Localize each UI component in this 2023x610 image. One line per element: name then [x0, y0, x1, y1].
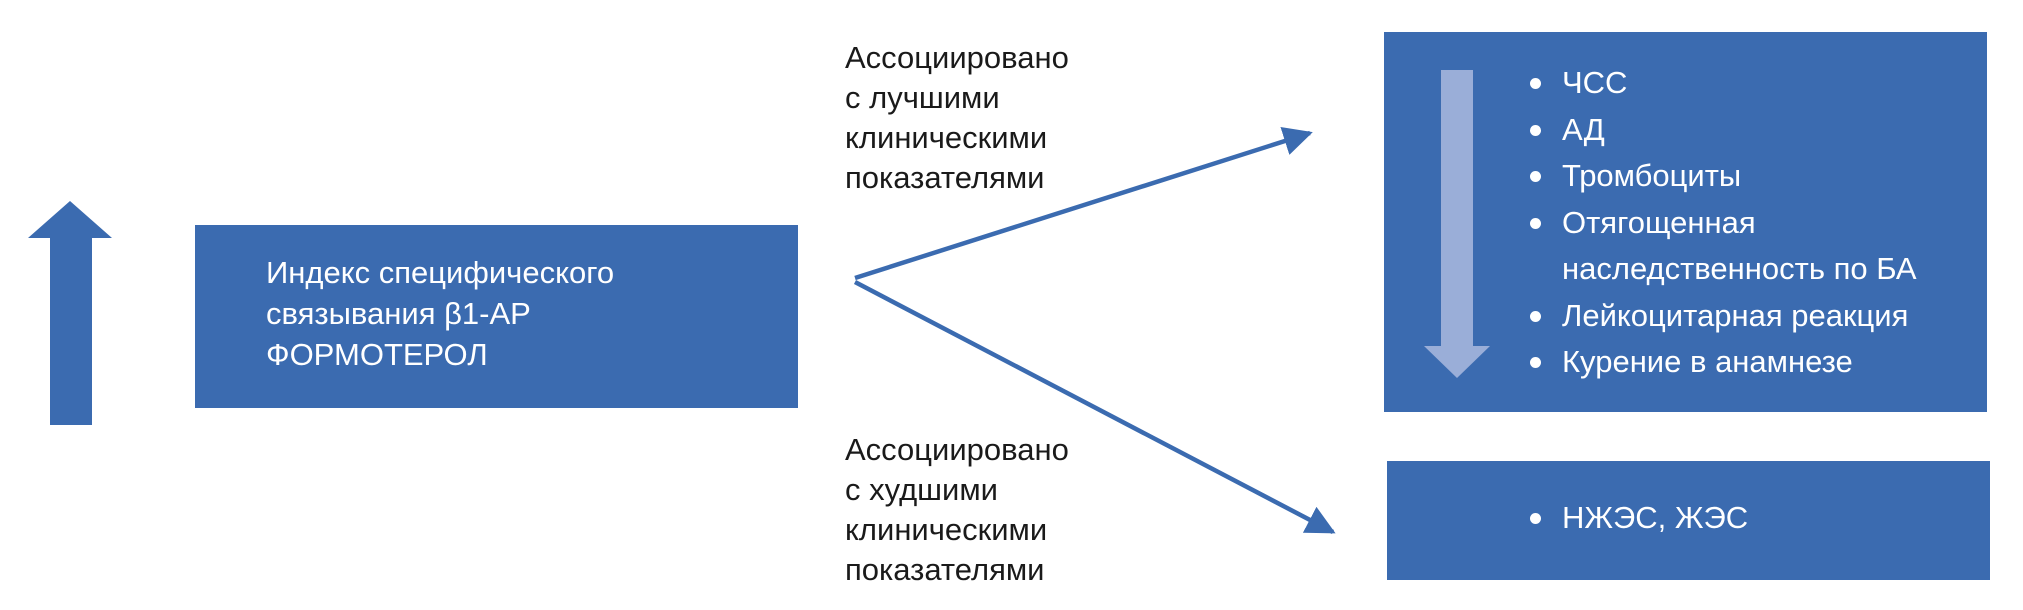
label-line: показателями	[845, 160, 1045, 195]
list-item: Отягощенная	[1530, 200, 1917, 247]
label-line: показателями	[845, 552, 1045, 587]
label-better-outcomes: Ассоциировано с лучшими клиническими пок…	[845, 38, 1069, 198]
list-item: АД	[1530, 107, 1917, 154]
label-line: клиническими	[845, 512, 1048, 547]
list-item: Лейкоцитарная реакция	[1530, 293, 1917, 340]
label-line: клиническими	[845, 120, 1048, 155]
index-box-line: связывания β1-АР	[266, 296, 531, 331]
list-item: Тромбоциты	[1530, 153, 1917, 200]
decrease-down-arrow-icon	[1424, 70, 1490, 378]
label-line: Ассоциировано	[845, 40, 1069, 75]
increase-up-arrow-icon	[28, 201, 112, 425]
worse-indicators-box: НЖЭС, ЖЭС	[1387, 461, 1990, 580]
index-box: Индекс специфического связывания β1-АР Ф…	[195, 225, 798, 408]
index-box-line: ФОРМОТЕРОЛ	[266, 337, 488, 372]
list-item: ЧСС	[1530, 60, 1917, 107]
better-indicators-box: ЧСС АД Тромбоциты Отягощенная наследстве…	[1384, 32, 1987, 412]
list-item-continuation: наследственность по БА	[1562, 251, 1917, 286]
index-box-line: Индекс специфического	[266, 255, 615, 290]
arrow-to-better-box	[854, 127, 1313, 281]
worse-indicators-list: НЖЭС, ЖЭС	[1530, 495, 1748, 542]
list-item: НЖЭС, ЖЭС	[1530, 495, 1748, 542]
label-line: Ассоциировано	[845, 432, 1069, 467]
better-indicators-list: ЧСС АД Тромбоциты Отягощенная наследстве…	[1530, 60, 1917, 386]
index-box-text: Индекс специфического связывания β1-АР Ф…	[266, 252, 614, 375]
label-line: с худшими	[845, 472, 998, 507]
label-worse-outcomes: Ассоциировано с худшими клиническими пок…	[845, 430, 1069, 590]
arrow-to-worse-box	[853, 280, 1336, 534]
label-line: с лучшими	[845, 80, 1000, 115]
list-item: Курение в анамнезе	[1530, 339, 1917, 386]
